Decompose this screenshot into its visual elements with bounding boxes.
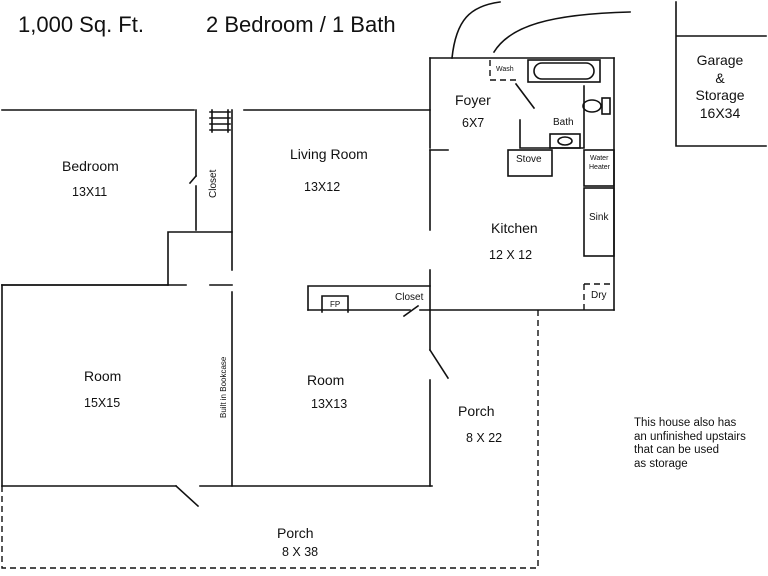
sink-label: Sink	[589, 212, 609, 223]
room-dims-porch-side: 8 X 22	[466, 431, 503, 445]
room-label-foyer: Foyer	[455, 92, 491, 108]
fireplace-label: FP	[330, 300, 341, 309]
closet-kitchen-label: Closet	[395, 292, 424, 303]
room-dims-living-room: 13X12	[304, 180, 341, 194]
closet-door-2	[402, 304, 420, 318]
closet-bedroom-label: Closet	[208, 169, 219, 198]
water-heater-box	[583, 149, 615, 187]
garage-label-line2: &	[715, 70, 725, 86]
upstairs-note: This house also has an unfinished upstai…	[634, 417, 746, 471]
room-dims-room-left: 15X15	[84, 396, 121, 410]
wall-bedroom-step	[167, 109, 233, 286]
layout-title: 2 Bedroom / 1 Bath	[206, 12, 396, 37]
water-heater-label-line2: Heater	[589, 164, 611, 171]
garage-label-line1: Garage	[696, 52, 744, 68]
entry-curve-1	[451, 1, 501, 59]
stove-label: Stove	[516, 154, 542, 165]
tub	[527, 59, 601, 83]
dryer-label: Dry	[591, 290, 607, 301]
bath-label: Bath	[553, 117, 574, 128]
wash-label: Wash	[496, 66, 514, 73]
bath-sink-bowl	[557, 136, 573, 146]
toilet-tank	[601, 97, 611, 115]
upstairs-note-line2: an unfinished upstairs	[634, 430, 746, 443]
square-footage-title: 1,000 Sq. Ft.	[18, 12, 144, 37]
bookcase-label: Built in Bookcase	[219, 356, 228, 418]
door-porch	[428, 348, 450, 380]
room-label-room-left: Room	[84, 368, 122, 384]
entry-curve-2	[492, 11, 631, 54]
wash-box	[489, 60, 516, 81]
stove-box	[507, 149, 553, 177]
room-dims-room-center: 13X13	[311, 397, 348, 411]
room-label-porch-side: Porch	[458, 403, 495, 419]
room-dims-porch-front: 8 X 38	[282, 545, 319, 559]
bath-door	[514, 82, 536, 110]
water-heater-label-line1: Water	[590, 155, 609, 162]
room-label-kitchen: Kitchen	[491, 220, 538, 236]
bath-sink	[549, 133, 581, 149]
room-dims-bedroom: 13X11	[72, 185, 108, 199]
bath-wall	[519, 85, 585, 149]
upstairs-note-line4: as storage	[634, 457, 688, 470]
garage-label-line3: Storage	[695, 87, 745, 103]
room-dims-kitchen: 12 X 12	[489, 248, 533, 262]
room-label-room-center: Room	[307, 372, 345, 388]
room-dims-foyer: 6X7	[462, 116, 485, 130]
door-front-left	[174, 484, 200, 508]
porch-front-dashed	[1, 486, 538, 569]
stairs	[209, 109, 231, 133]
room-label-bedroom: Bedroom	[62, 158, 119, 174]
upstairs-note-line1: This house also has	[634, 417, 737, 429]
upstairs-note-line3: that can be used	[634, 444, 720, 457]
closet-door	[188, 174, 198, 185]
room-label-living-room: Living Room	[290, 146, 368, 162]
dry-box	[583, 283, 614, 310]
room-label-porch-front: Porch	[277, 525, 314, 541]
tub-inner	[533, 62, 595, 80]
garage-dims: 16X34	[699, 105, 741, 121]
fp-box	[307, 285, 431, 311]
toilet	[582, 99, 602, 113]
garage-walls	[675, 1, 767, 147]
sink-box	[583, 187, 615, 257]
